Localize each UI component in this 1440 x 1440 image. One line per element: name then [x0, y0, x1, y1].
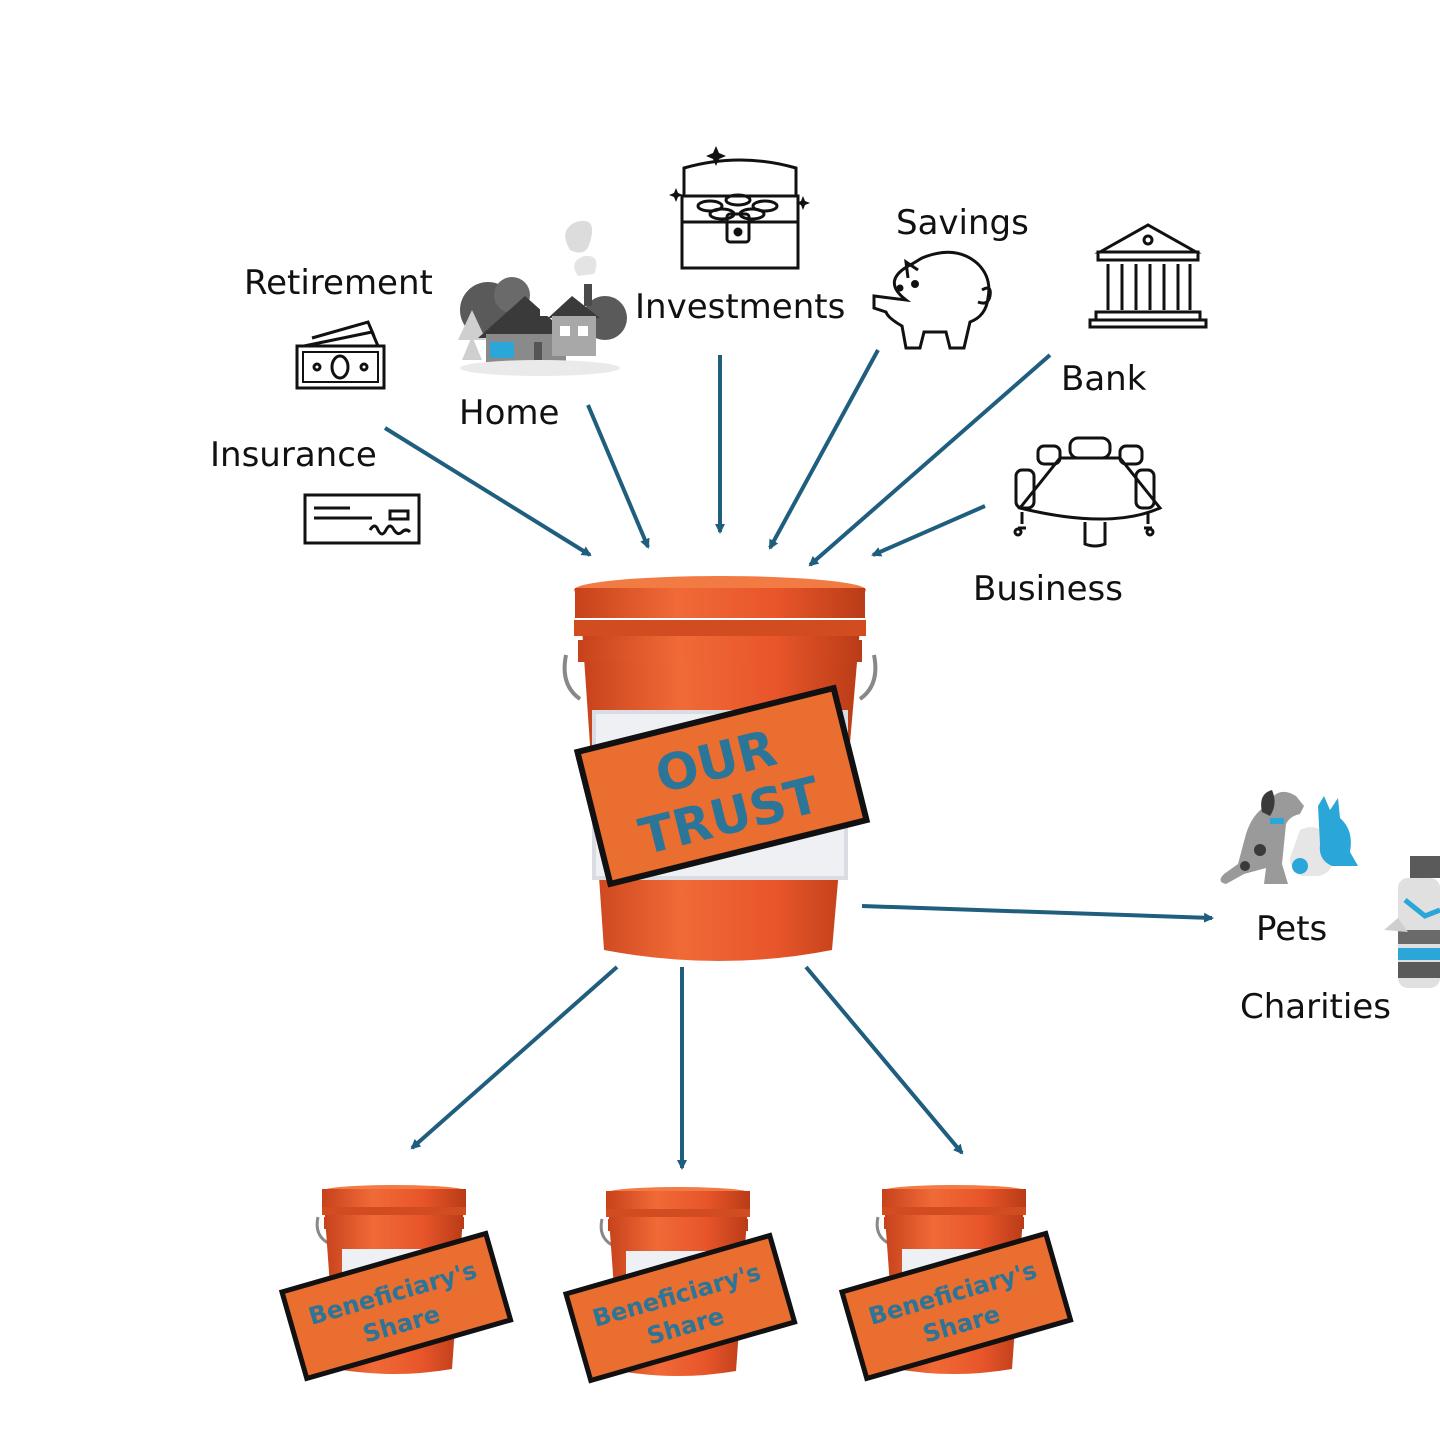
label-charities: Charities [1240, 987, 1391, 1027]
house-icon [458, 220, 627, 376]
share-bucket: Beneficiary's Share [562, 1187, 798, 1384]
conference-table-icon [1013, 436, 1163, 548]
label-business: Business [973, 569, 1123, 609]
pets-icon [1220, 790, 1358, 884]
incoming-arrows [383, 349, 1052, 567]
main-trust-bucket: OUR TRUST [562, 576, 878, 961]
arrow-business [871, 504, 986, 557]
arrow-insurance [383, 426, 592, 557]
label-pets: Pets [1256, 909, 1328, 949]
label-bank: Bank [1061, 359, 1147, 399]
share-bucket: Beneficiary's Share [278, 1185, 514, 1382]
arrow-share-right [804, 965, 964, 1155]
piggy-bank-icon [872, 250, 992, 350]
bank-building-icon [1088, 223, 1208, 329]
treasure-chest-icon [669, 146, 810, 270]
gift-jar-icon [1384, 856, 1440, 988]
outgoing-arrows [410, 904, 1214, 1170]
arrow-share-left [410, 965, 619, 1150]
label-investments: Investments [635, 287, 846, 327]
arrow-bank [808, 353, 1052, 567]
arrow-home [586, 404, 650, 549]
label-savings: Savings [896, 203, 1029, 243]
check-icon [303, 493, 421, 545]
arrow-savings [768, 349, 880, 550]
label-insurance: Insurance [210, 435, 377, 475]
label-home: Home [459, 393, 560, 433]
cash-icon [295, 320, 386, 390]
share-bucket: Beneficiary's Share [838, 1185, 1074, 1382]
label-retirement: Retirement [244, 263, 433, 303]
arrow-pets [861, 904, 1214, 923]
